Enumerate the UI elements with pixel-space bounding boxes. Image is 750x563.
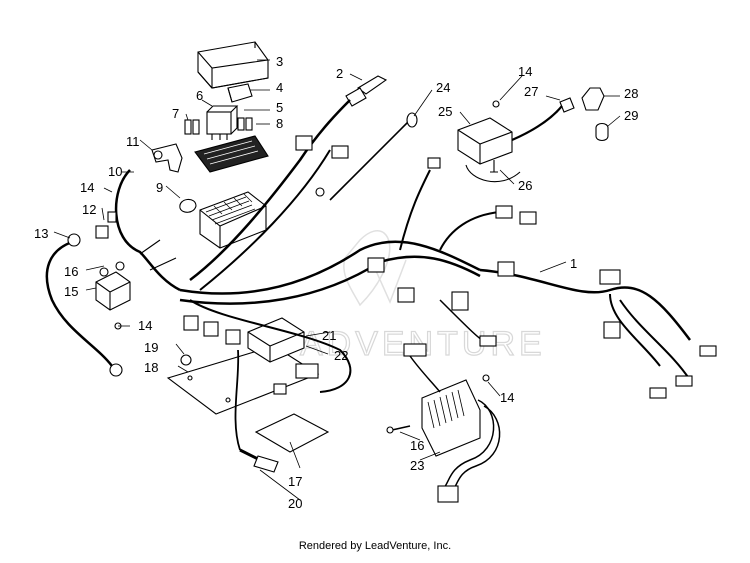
- callout-27: 27: [524, 84, 538, 99]
- cdi-module: [457, 117, 513, 173]
- voltage-module: [247, 317, 305, 363]
- starter-solenoid: [95, 261, 131, 311]
- callout-26: 26: [518, 178, 532, 193]
- callout-12: 12: [82, 202, 96, 217]
- shield-pad: [254, 413, 330, 453]
- relay: [206, 105, 239, 140]
- callout-15: 15: [64, 284, 78, 299]
- callout-14c: 14: [138, 318, 152, 333]
- callout-25: 25: [438, 104, 452, 119]
- callout-11: 11: [126, 134, 140, 149]
- relay-small: [227, 83, 253, 103]
- fuse-box-cover: [197, 41, 269, 89]
- callout-17: 17: [288, 474, 302, 489]
- callouts: 1 2 3 4 5 6 7 8 9 10 11 12 13 14 15 16 1…: [34, 54, 638, 511]
- callout-10: 10: [108, 164, 122, 179]
- hose-fittings: [559, 87, 609, 142]
- callout-18: 18: [144, 360, 158, 375]
- connector-plug: [345, 75, 388, 107]
- fuse-mini: [184, 117, 253, 135]
- callout-13: 13: [34, 226, 48, 241]
- callout-8: 8: [276, 116, 283, 131]
- callout-22: 22: [334, 348, 348, 363]
- callout-14d: 14: [500, 390, 514, 405]
- callout-16: 16: [64, 264, 78, 279]
- callout-3: 3: [276, 54, 283, 69]
- callout-28: 28: [624, 86, 638, 101]
- callout-14b: 14: [518, 64, 532, 79]
- mounting-plate: [166, 345, 320, 415]
- callout-9: 9: [156, 180, 163, 195]
- callout-29: 29: [624, 108, 638, 123]
- fuse-panel: [194, 135, 269, 173]
- callout-1: 1: [570, 256, 577, 271]
- callout-7: 7: [172, 106, 179, 121]
- regulator-rectifier: [421, 379, 481, 457]
- callout-6: 6: [196, 88, 203, 103]
- leader-lines: [53, 59, 621, 501]
- callout-20: 20: [288, 496, 302, 511]
- terminal-boot: [151, 143, 183, 173]
- callout-19: 19: [144, 340, 158, 355]
- callout-24: 24: [436, 80, 450, 95]
- callout-5: 5: [276, 100, 283, 115]
- callout-23: 23: [410, 458, 424, 473]
- callout-14a: 14: [80, 180, 94, 195]
- clip: [179, 198, 197, 213]
- callout-4: 4: [276, 80, 283, 95]
- callout-16b: 16: [410, 438, 424, 453]
- callout-2: 2: [336, 66, 343, 81]
- watermark: ADVENTURE: [299, 229, 542, 364]
- footer-credit: Rendered by LeadVenture, Inc.: [298, 540, 452, 552]
- fuse-block: [199, 191, 267, 249]
- callout-21: 21: [322, 328, 336, 343]
